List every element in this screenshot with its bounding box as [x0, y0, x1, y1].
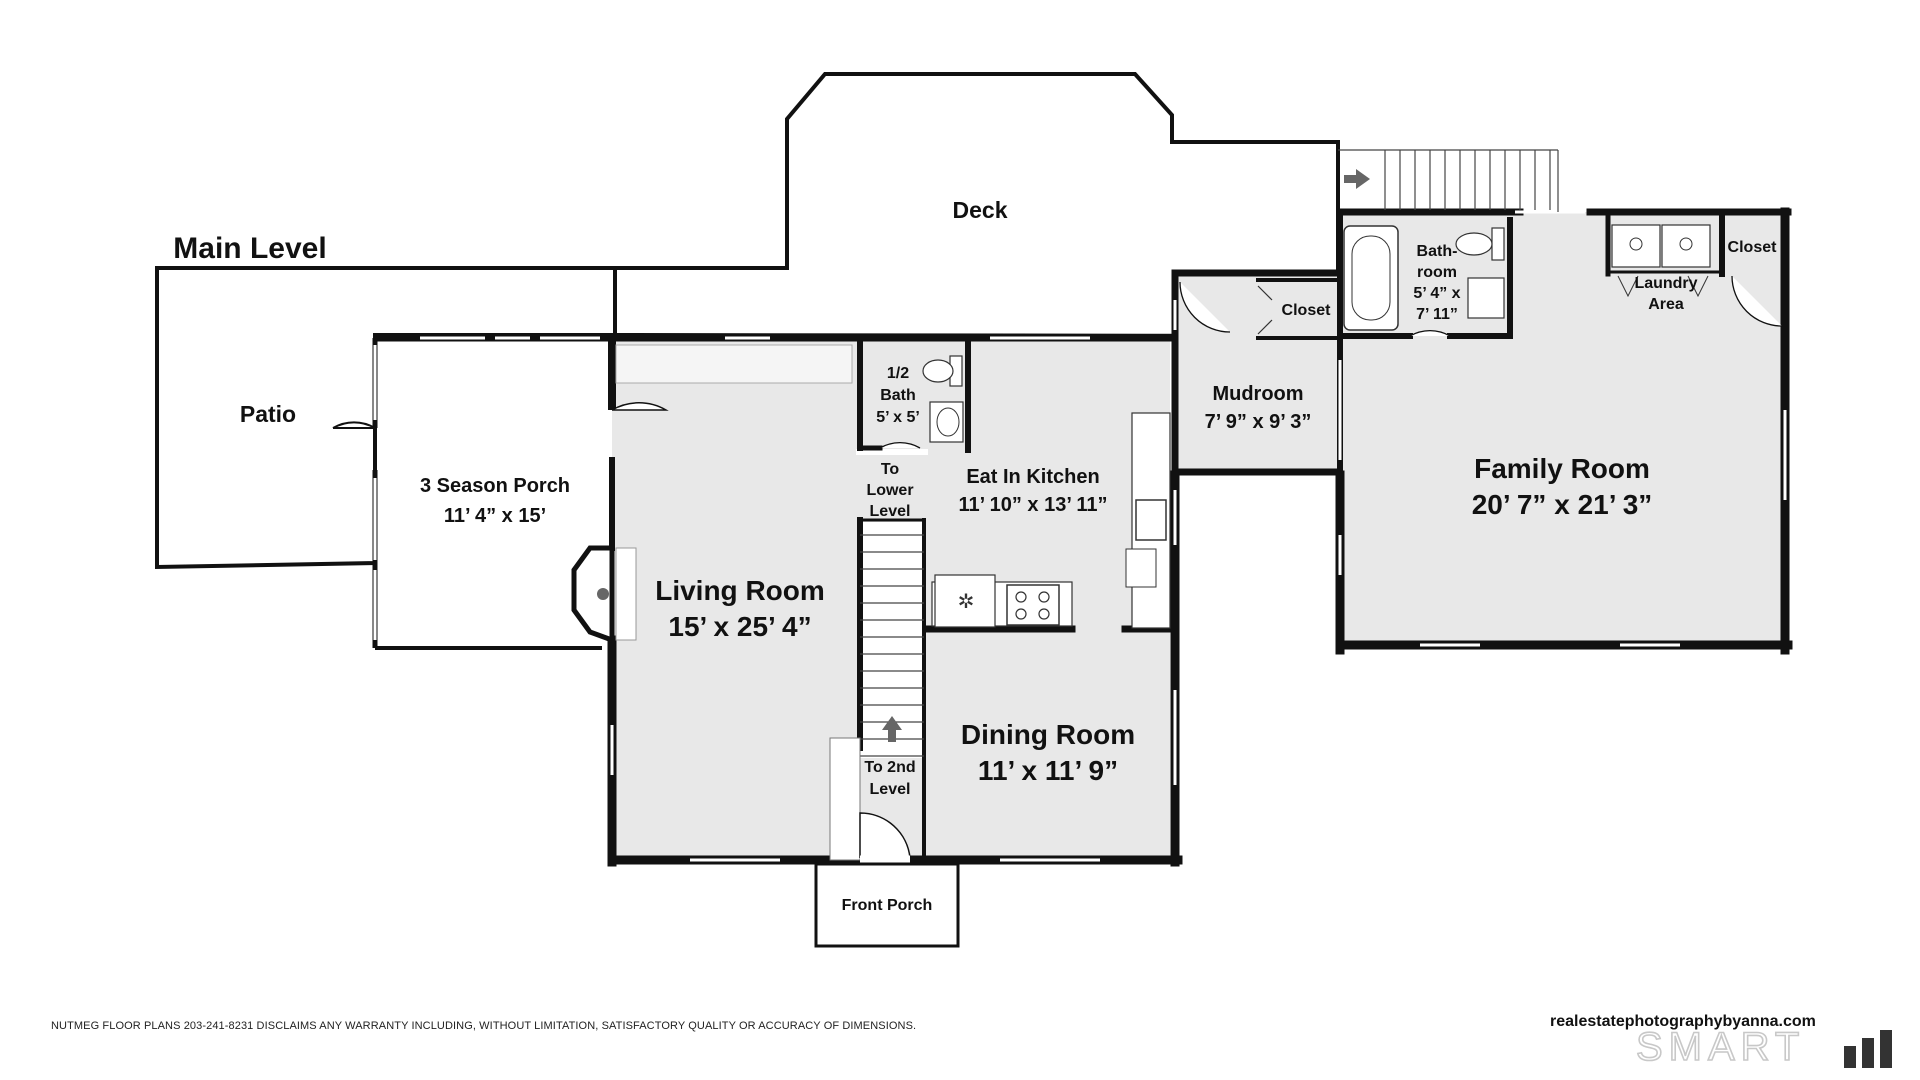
- bathroom-label-2: room: [1417, 264, 1457, 281]
- bath-toilet: [1491, 227, 1505, 261]
- kitchen-name: Eat In Kitchen: [966, 466, 1099, 488]
- kitchen-sink: [1135, 499, 1167, 541]
- range: [1006, 584, 1060, 626]
- porch-dims: 11’ 4” x 15’: [444, 505, 546, 527]
- family-floor: [1338, 212, 1783, 642]
- fireplace: [571, 545, 637, 644]
- laundry-label-2: Area: [1648, 296, 1684, 313]
- dryer: [1661, 224, 1711, 268]
- laundry-bifold: [1617, 275, 1709, 298]
- to-2nd-1: To 2nd: [864, 759, 915, 776]
- dining-name: Dining Room: [961, 719, 1135, 750]
- window-marks: [610, 210, 1787, 862]
- laundry-label-1: Laundry: [1634, 275, 1697, 292]
- family-dims: 20’ 7” x 21’ 3”: [1472, 489, 1653, 520]
- dining-dims: 11’ x 11’ 9”: [978, 755, 1118, 786]
- patio-label: Patio: [240, 401, 296, 427]
- mudroom-dims: 7’ 9” x 9’ 3”: [1205, 411, 1312, 433]
- washer: [1611, 224, 1661, 268]
- stairs: [860, 534, 924, 757]
- bath-door: [1409, 330, 1451, 337]
- to-lower-2: Lower: [866, 482, 913, 499]
- dining-floor: [928, 629, 1170, 856]
- porch-windows: [373, 336, 600, 640]
- half-bath-toilet-bowl: [922, 359, 954, 383]
- half-bath-dims: 5’ x 5’: [876, 409, 920, 426]
- half-bath-door: [879, 441, 921, 449]
- mudroom-name: Mudroom: [1212, 383, 1303, 405]
- fan-icon: ✲: [958, 589, 975, 613]
- smart-mls-logo: SMART: [1635, 1024, 1892, 1070]
- mudroom-closet-label: Closet: [1282, 302, 1332, 319]
- dishwasher: [1125, 548, 1157, 588]
- deck-label: Deck: [953, 197, 1008, 223]
- bathroom-dims-2: 7’ 11”: [1416, 306, 1458, 323]
- front-porch: [814, 862, 960, 948]
- half-bath-label-1: 1/2: [887, 365, 909, 382]
- mudroom-door: [1179, 281, 1231, 333]
- to-2nd-2: Level: [870, 781, 911, 798]
- front-porch-label: Front Porch: [842, 897, 933, 914]
- living-bench: [615, 344, 853, 384]
- bath-sink: [1467, 277, 1505, 319]
- page-title: Main Level: [173, 232, 326, 265]
- front-door-swing: [859, 812, 911, 859]
- logo-main-text: SMART: [1636, 1025, 1805, 1069]
- porch-name: 3 Season Porch: [420, 475, 570, 497]
- deck-stairs: [1338, 149, 1559, 212]
- porch-floor: [378, 338, 610, 648]
- stair-up-arrow: [882, 716, 902, 742]
- disclaimer-text: NUTMEG FLOOR PLANS 203-241-8231 DISCLAIM…: [51, 1020, 917, 1032]
- laundry-closet-label: Closet: [1728, 239, 1778, 256]
- half-bath-label-2: Bath: [880, 387, 916, 404]
- porch-door-swing: [611, 402, 669, 411]
- refrigerator: [934, 574, 996, 628]
- mudroom-closet-door: [1257, 285, 1273, 335]
- living-floor: [612, 339, 856, 856]
- bathroom-label-1: Bath-: [1417, 243, 1458, 260]
- front-hall: [829, 737, 861, 861]
- to-lower-3: Level: [870, 503, 911, 520]
- living-dims: 15’ x 25’ 4”: [668, 611, 811, 642]
- website-link[interactable]: realestatephotographybyanna.com: [1550, 1013, 1816, 1030]
- laundry-closet-door: [1731, 275, 1783, 327]
- bathroom-dims-1: 5’ 4” x: [1413, 285, 1460, 302]
- family-name: Family Room: [1474, 453, 1650, 484]
- living-name: Living Room: [655, 575, 825, 606]
- kitchen-dims: 11’ 10” x 13’ 11”: [958, 494, 1107, 516]
- deck-stair-arrow: [1344, 169, 1370, 189]
- to-lower-1: To: [881, 461, 900, 478]
